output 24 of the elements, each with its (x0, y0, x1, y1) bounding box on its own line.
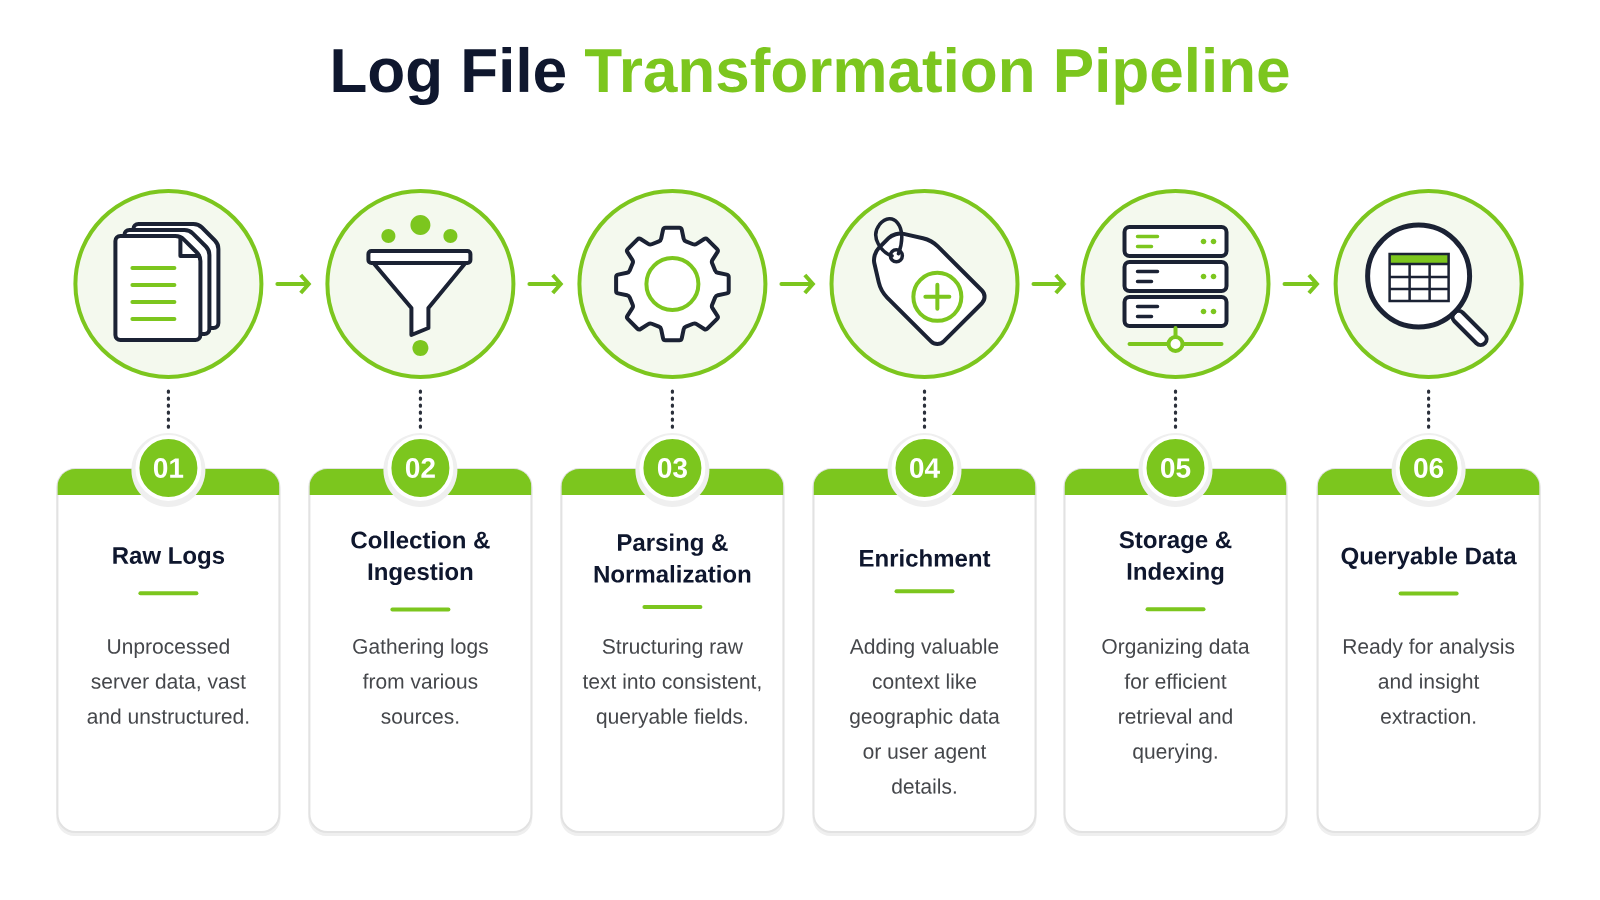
card-title: Queryable Data (1341, 546, 1517, 570)
card-title: Storage & Indexing (1119, 531, 1232, 585)
title: Log File Transformation Pipeline (333, 46, 1289, 106)
arrow (527, 273, 564, 295)
card-description: Unprocessed server data, vast and unstructured. (87, 638, 249, 724)
card-title: Raw Logs (113, 547, 225, 569)
card-description: Ready for analysis and insight extraction. (1343, 638, 1515, 724)
number-badge: 05 (1138, 433, 1213, 507)
card-description: Adding valuable context like geographic data or user agent details. (849, 638, 1000, 794)
card-title: Collection & Ingestion (351, 531, 490, 586)
arrow (275, 273, 312, 295)
number-badge: 04 (887, 433, 962, 507)
card-description: Organizing data for efficient retrieval and querying. (1102, 638, 1250, 763)
card-description: Gathering logs from various sources. (353, 638, 488, 724)
card-description: Structuring raw text into consistent, queryable fields. (582, 638, 761, 728)
arrow (1031, 273, 1067, 295)
card-title: Parsing & Normalization (594, 533, 751, 583)
card-title: Enrichment (860, 549, 991, 567)
number-badge: 06 (1391, 433, 1466, 507)
number-badge: 03 (635, 433, 710, 507)
number-badge: 02 (383, 433, 458, 507)
arrow (779, 273, 816, 295)
arrow (1282, 273, 1320, 295)
number-badge: 01 (131, 433, 206, 507)
